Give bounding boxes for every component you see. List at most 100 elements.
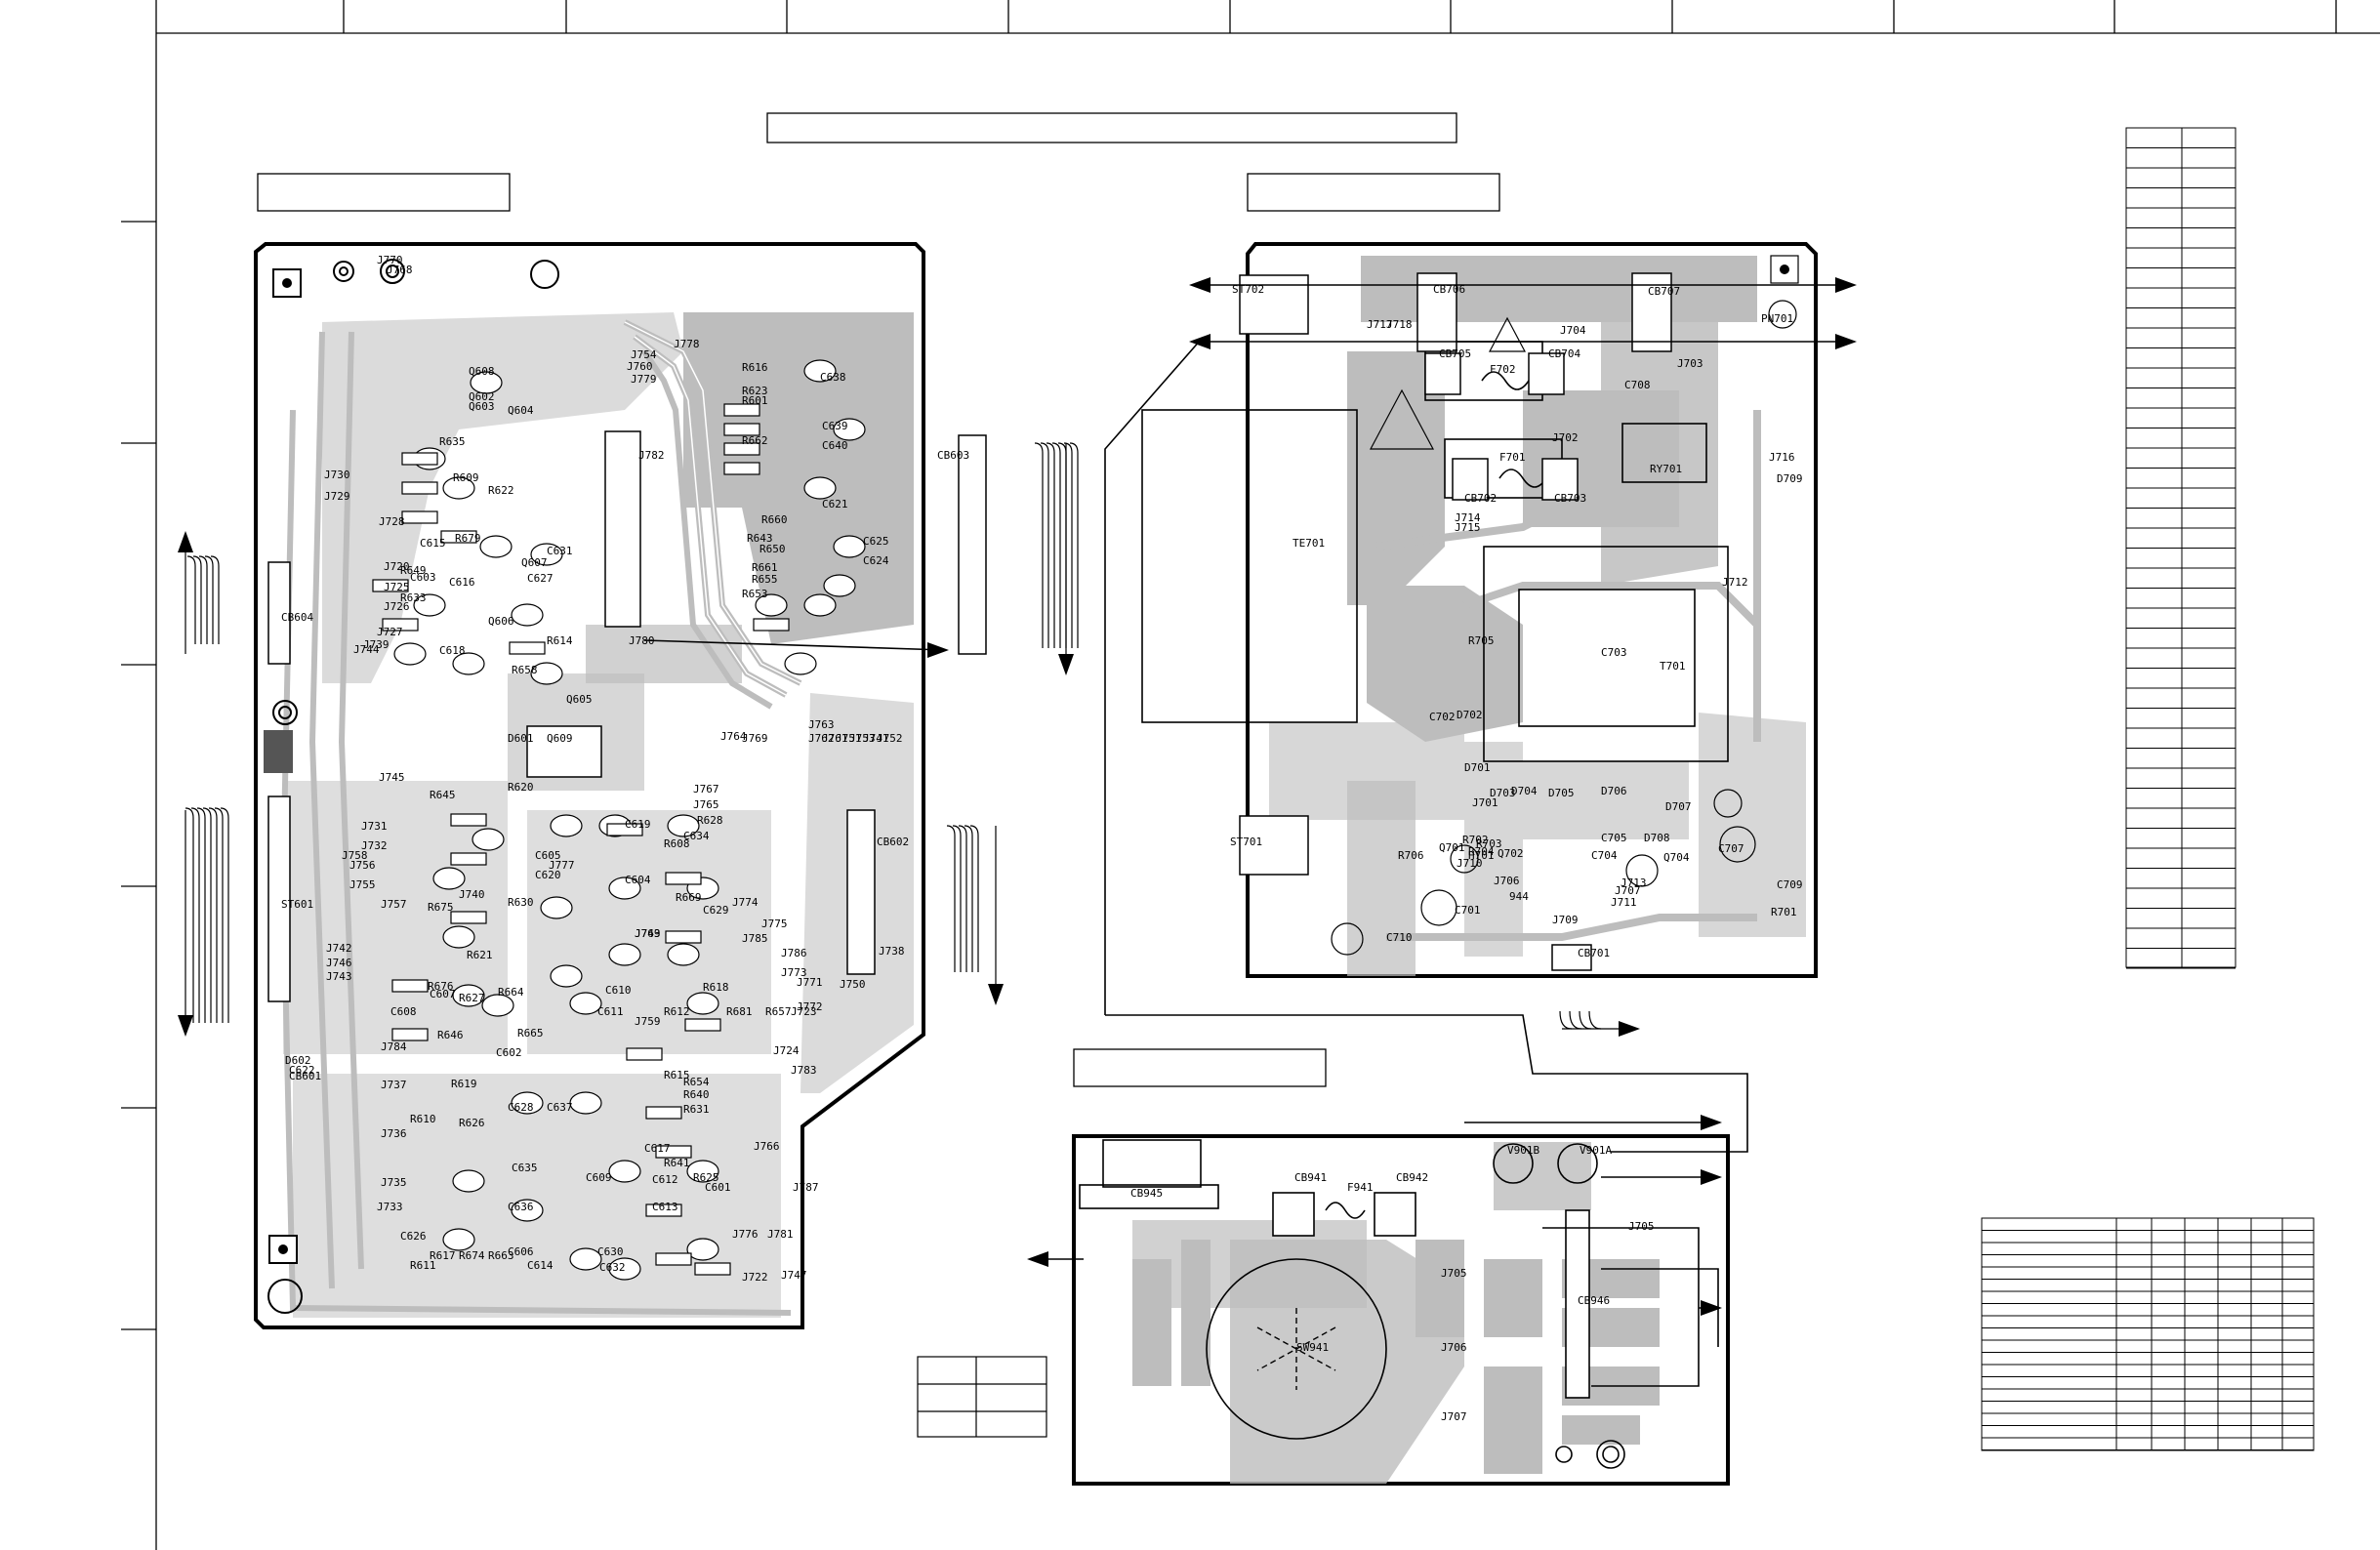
ref-designator: J736 (381, 1127, 407, 1140)
ref-designator: R705 (1468, 634, 1495, 647)
ref-designator: C626 (400, 1230, 427, 1243)
valve-v901b (1493, 1143, 1534, 1184)
ref-designator: J752 (877, 732, 903, 745)
ref-designator: R646 (437, 1029, 464, 1041)
ref-designator: Q704 (1663, 851, 1690, 864)
ref-designator: R654 (683, 1076, 710, 1088)
ref-designator: J763 (808, 718, 835, 731)
ref-designator: J781 (767, 1228, 794, 1241)
ref-designator: C640 (822, 439, 848, 452)
ref-designator: J755 (349, 878, 376, 891)
ref-designator: J707 (1615, 884, 1641, 897)
ref-designator: RY701 (1650, 463, 1682, 475)
ref-designator: J765 (693, 798, 719, 811)
ref-designator: J724 (773, 1044, 800, 1057)
ref-designator: R614 (547, 634, 573, 647)
ref-designator: J745 (379, 771, 405, 784)
ref-designator: C604 (625, 874, 651, 886)
ref-designator: R615 (664, 1069, 690, 1081)
parts-table-bottom (1981, 1217, 2315, 1451)
ref-designator: F702 (1490, 363, 1516, 376)
connector-cb945 (1079, 1184, 1219, 1209)
ref-designator: J771 (797, 976, 823, 989)
ref-designator: R643 (747, 532, 773, 545)
ref-designator: J751 (836, 732, 862, 745)
ref-designator: J753 (849, 732, 876, 745)
ref-designator: C705 (1601, 832, 1627, 844)
ref-designator: C634 (683, 830, 710, 842)
ref-designator: J704 (1560, 324, 1586, 337)
ref-designator: Q702 (1498, 847, 1524, 860)
connector-cb603 (267, 561, 291, 665)
ref-designator: TE701 (1293, 537, 1325, 550)
ref-designator: R628 (697, 814, 723, 827)
ref-designator: R623 (742, 385, 768, 397)
ref-designator: J716 (1769, 451, 1795, 464)
ref-designator: R653 (742, 588, 768, 600)
ref-designator: J750 (840, 978, 866, 991)
ref-designator: R640 (683, 1088, 710, 1101)
ref-designator: C610 (605, 984, 632, 997)
frame (121, 0, 2380, 1550)
connector-cb703 (1541, 458, 1579, 501)
ref-designator: R681 (726, 1005, 753, 1018)
ref-designator: R627 (459, 992, 485, 1004)
ref-designator: J714 (1455, 511, 1481, 524)
ref-designator: C608 (390, 1005, 417, 1018)
ref-designator: D704 (1511, 785, 1538, 797)
ref-designator: R679 (455, 532, 481, 545)
ref-designator: R601 (742, 394, 768, 407)
ref-designator: J726 (384, 600, 410, 613)
ref-designator: Q604 (508, 404, 534, 417)
ref-designator: R703 (1476, 837, 1502, 850)
ref-designator: C603 (410, 571, 436, 584)
ref-designator: J762 (808, 732, 835, 745)
ref-designator: C636 (508, 1201, 534, 1213)
ref-designator: J760 (627, 360, 653, 373)
ref-designator: R612 (664, 1005, 690, 1018)
ref-designator: C701 (1455, 904, 1481, 917)
rotary-switch-sw941 (1206, 1258, 1387, 1440)
ref-designator: J763 (635, 927, 661, 940)
ref-designator: Q606 (488, 615, 514, 628)
ref-designator: J749 (635, 927, 661, 940)
ref-designator: C624 (863, 554, 889, 567)
pin-pn701 (1768, 300, 1797, 329)
ref-designator: J723 (791, 1005, 817, 1018)
ref-designator: J787 (793, 1181, 819, 1194)
ref-designator: ST702 (1232, 283, 1264, 296)
ref-designator: D702 (1457, 709, 1483, 721)
ref-designator: J713 (1621, 877, 1647, 889)
ref-designator: CB603 (937, 449, 969, 462)
ref-designator: C637 (547, 1101, 573, 1114)
ref-designator: C606 (508, 1245, 534, 1258)
ref-designator: J711 (1611, 896, 1637, 909)
ref-designator: Q602 (469, 390, 495, 403)
ref-designator: J706 (1441, 1341, 1467, 1354)
ref-designator: Q608 (469, 365, 495, 378)
ref-designator: R611 (410, 1259, 436, 1272)
title-boxes (257, 112, 1500, 1087)
ref-designator: J722 (742, 1271, 768, 1284)
ref-designator: CB945 (1130, 1187, 1163, 1200)
ref-designator: V901B (1507, 1144, 1539, 1157)
relay-ry701 (1621, 423, 1707, 483)
ref-designator: J737 (381, 1079, 407, 1091)
ref-designator: J735 (381, 1176, 407, 1189)
ref-designator: R676 (428, 980, 454, 993)
ref-designator: R622 (488, 484, 514, 497)
ref-designator: J710 (1457, 857, 1483, 870)
ref-designator: J739 (363, 638, 390, 651)
ref-designator: R626 (459, 1117, 485, 1129)
ref-designator: J785 (742, 932, 768, 945)
ref-designator: R610 (410, 1113, 436, 1125)
ref-designator: J779 (631, 373, 657, 386)
ref-designator: CB946 (1578, 1294, 1610, 1307)
ref-designator: Q603 (469, 400, 495, 413)
ref-designator: J741 (863, 732, 889, 745)
ref-designator: C709 (1777, 878, 1803, 891)
ref-designator: J733 (377, 1201, 403, 1213)
reference-labels: J730J729J728J720J725J726J727J739J744J745… (281, 254, 1803, 1423)
ref-designator: D708 (1644, 832, 1670, 844)
